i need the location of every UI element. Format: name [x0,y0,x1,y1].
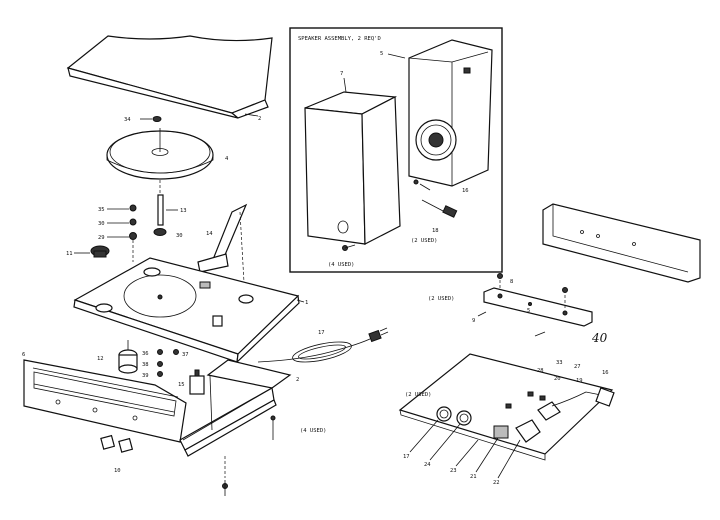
switch [189,369,205,395]
callout-platter: 4 [225,156,229,162]
cabinet-screws [222,415,276,496]
callout-switch: 15 [178,382,185,388]
callout-bracket-screw: 9 [472,318,475,324]
callout-lid: 2 [258,116,261,122]
speaker-baffle [408,39,493,187]
callout-speaker-box: 7 [340,71,343,77]
callout-pcb-20: 20 [554,376,561,382]
callout-pcb-21: 21 [470,474,477,480]
speaker-inset-title: SPEAKER ASSEMBLY, 2 REQ'D [298,36,381,42]
callout-n36: 36 [142,351,149,357]
control-knobs [100,434,134,453]
turntable-platter [106,128,214,180]
callout-pcb-24: 24 [424,462,431,468]
tonearm [197,203,248,301]
callout-tonearm: 14 [206,231,213,237]
callout-base: 1 [305,300,308,306]
spindle-bushing [153,228,167,236]
callout-spindle: 13 [180,208,187,214]
dust-cover [66,35,273,119]
idler-wheel [90,245,110,258]
note-4-used-b: (4 USED) [328,262,355,268]
callout-cabinet: 2 [296,377,299,383]
callout-pcb-19: 19 [576,378,583,384]
callout-pcb-17: 17 [403,454,410,460]
callout-front-panel: 6 [22,352,25,358]
callout-screw-3: 29 [98,235,105,241]
callout-pcb-33: 33 [556,360,563,366]
pcb-leader-lines [409,419,521,479]
callout-n38: 38 [142,362,149,368]
bracket-screw-left [477,311,487,317]
spindle-shaft [157,180,164,226]
callout-n37: 37 [182,352,189,358]
callout-screw-1: 35 [98,207,105,213]
callout-pcb-16: 16 [602,370,609,376]
circuit-board [398,353,615,461]
callout-disc-top: 34 [124,117,131,123]
callout-motor: 12 [97,356,104,362]
callout-screw-2: 30 [98,221,105,227]
callout-idler: 11 [66,251,73,257]
callout-bracket-top: 8 [510,279,513,285]
bracket-screw-lower [534,331,546,337]
speaker-grille-bar [542,203,701,283]
callout-bushing: 30 [176,233,183,239]
note-2-used-a: (2 USED) [411,238,438,244]
mounting-bracket [483,273,593,327]
speaker-screw [342,244,356,251]
callout-pcb-23: 23 [450,468,457,474]
power-cord [257,327,389,363]
cabinet-bottom [179,359,292,457]
handwritten-number: 40 [591,331,608,345]
callout-knobs: 10 [114,468,121,474]
callout-speaker-plug: 18 [432,228,439,234]
callout-pcb-28: 28 [537,368,544,374]
note-4-used-a: (4 USED) [300,428,327,434]
base-plate [73,257,300,364]
note-2-used-c: (2 USED) [405,392,432,398]
screw-stack [129,204,137,262]
callout-pcb-22: 22 [493,480,500,486]
callout-cord: 17 [318,330,325,336]
callout-n39: 39 [142,373,149,379]
callout-speaker-back: 5 [380,51,383,57]
small-hardware [157,349,179,377]
note-2-used-b: (2 USED) [428,296,455,302]
spindle-cap [152,116,162,122]
speaker-plug [413,179,458,218]
callout-pcb-27: 27 [574,364,581,370]
callout-bracket-nut: 5 [527,308,530,314]
motor [118,340,138,374]
speaker-enclosure [304,91,401,245]
callout-speaker-driver: 16 [462,188,469,194]
front-panel [23,359,187,443]
